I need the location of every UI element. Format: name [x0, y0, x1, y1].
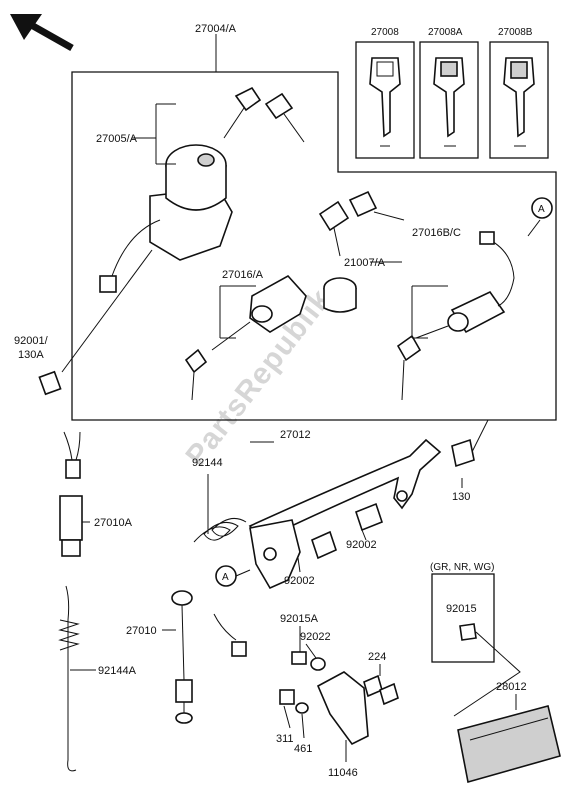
label-28012: 28012	[496, 681, 527, 693]
ignition-keys	[223, 86, 305, 143]
leader-lines	[70, 34, 541, 762]
label-130a: 130A	[18, 349, 44, 361]
bolts-224	[363, 674, 399, 706]
label-27008b: 27008B	[498, 27, 533, 38]
label-311: 311	[276, 733, 294, 745]
nut-92015a	[291, 651, 307, 665]
label-92015: 92015	[446, 603, 477, 615]
bracket-27012	[248, 438, 442, 590]
spring-92144	[193, 517, 247, 543]
label-11046: 11046	[328, 767, 358, 779]
ref-circle-a-lower	[215, 565, 251, 587]
label-92002-a: 92002	[346, 539, 377, 551]
label-92144a: 92144A	[98, 665, 137, 677]
label-92144: 92144	[192, 457, 223, 469]
key-blank-boxes	[355, 41, 549, 159]
part-311	[279, 689, 295, 705]
label-92015a: 92015A	[280, 613, 319, 625]
fastener-92002-b	[355, 502, 383, 532]
fastener-92002-a	[311, 530, 337, 560]
helmet-lock	[396, 231, 515, 401]
label-92001: 92001/	[14, 335, 49, 347]
bracket-11046	[316, 671, 369, 746]
label-92022: 92022	[300, 631, 331, 643]
label-variants: (GR, NR, WG)	[430, 562, 494, 573]
reflector-28012	[457, 705, 561, 784]
washer-92022	[310, 657, 326, 671]
switch-27010a	[59, 431, 83, 557]
label-27008: 27008	[371, 27, 399, 38]
label-130: 130	[452, 491, 470, 503]
ignition-switch	[99, 144, 233, 293]
seat-lock	[184, 274, 307, 401]
key-blank-27008a	[433, 57, 465, 147]
label-27008a: 27008A	[428, 27, 463, 38]
label-ref-a-lower: A	[222, 572, 229, 583]
bolt-92001-130a	[38, 249, 153, 396]
switch-27010	[171, 590, 247, 724]
variant-box	[431, 573, 521, 717]
bolt-130	[451, 419, 489, 468]
ref-circle-a-upper	[531, 197, 553, 219]
label-27005a: 27005/A	[96, 133, 138, 145]
fuel-cap-keys	[318, 190, 405, 313]
label-ref-a-upper: A	[538, 204, 545, 215]
label-27016bc: 27016B/C	[412, 227, 461, 239]
label-27016a: 27016/A	[222, 269, 264, 281]
part-461	[295, 702, 309, 714]
label-224: 224	[368, 651, 386, 663]
spring-92144a	[58, 585, 80, 772]
label-461: 461	[294, 743, 312, 755]
label-27010a: 27010A	[94, 517, 133, 529]
key-blank-27008	[369, 57, 401, 147]
label-21007a: 21007/A	[344, 257, 386, 269]
label-27010: 27010	[126, 625, 157, 637]
label-92002-b: 92002	[284, 575, 315, 587]
label-27012: 27012	[280, 429, 311, 441]
key-blank-27008b	[503, 57, 535, 147]
label-27004a: 27004/A	[195, 23, 237, 35]
front-direction-arrow-icon	[10, 14, 74, 52]
assembly-box-outline	[71, 71, 557, 421]
